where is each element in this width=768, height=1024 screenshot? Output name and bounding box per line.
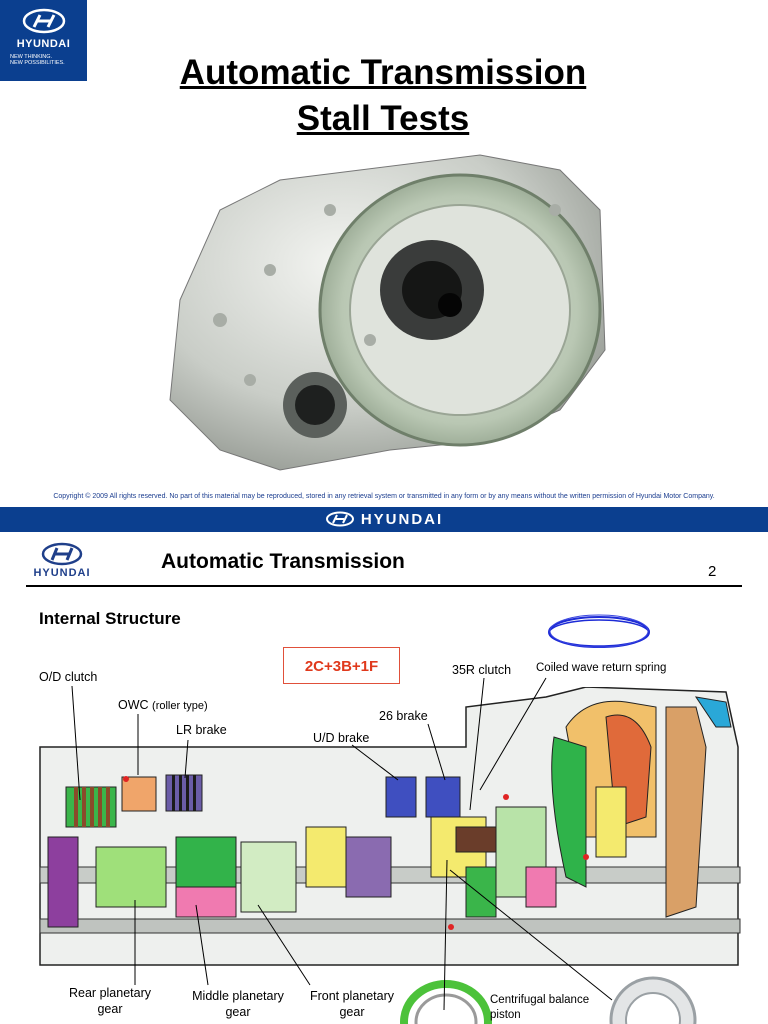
transmission-cross-section	[26, 687, 754, 967]
label-front-planetary: Front planetary gear	[300, 988, 404, 1020]
slide2-logo-brand: HYUNDAI	[33, 567, 91, 579]
label-owc: OWC (roller type)	[118, 697, 208, 714]
rear-planetary-line-1: Rear planetary	[69, 986, 151, 1000]
slide2-logo: HYUNDAI	[30, 542, 94, 582]
logo-brand: HYUNDAI	[16, 38, 71, 50]
section-heading: Internal Structure	[39, 609, 181, 628]
owc-note: (roller type)	[152, 700, 208, 712]
owc-text: OWC	[118, 698, 149, 712]
brand-band: HYUNDAI	[0, 507, 768, 532]
label-wave-spring: Coiled wave return spring	[536, 662, 667, 674]
page-number: 2	[708, 563, 717, 580]
middle-planetary-line-2: gear	[225, 1005, 251, 1019]
slide-title-line-1: Automatic Transmission	[179, 53, 587, 92]
hyundai-emblem-icon	[22, 8, 66, 34]
label-rear-planetary: Rear planetary gear	[58, 985, 162, 1017]
title-rule	[26, 585, 742, 587]
formula-box: 2C+3B+1F	[283, 647, 400, 684]
transmission-photo	[169, 154, 606, 471]
rear-planetary-line-2: gear	[97, 1002, 123, 1016]
hyundai-emblem-icon	[325, 511, 354, 527]
hyundai-logo: HYUNDAI NEW THINKING. NEW POSSIBILITIES.	[0, 0, 87, 81]
copyright-notice: Copyright © 2009 All rights reserved. No…	[53, 493, 715, 500]
middle-planetary-line-1: Middle planetary	[192, 989, 284, 1003]
band-brand: HYUNDAI	[360, 511, 444, 528]
front-planetary-line-1: Front planetary	[309, 989, 395, 1003]
front-planetary-line-2: gear	[339, 1005, 365, 1019]
label-balance-piston: Centrifugal balance piston	[490, 993, 589, 1023]
hyundai-emblem-icon	[41, 542, 83, 566]
label-lr-brake: LR brake	[176, 723, 227, 737]
balance-piston-icon	[400, 980, 492, 1024]
label-ud-brake: U/D brake	[313, 731, 370, 745]
logo-tagline: NEW THINKING. NEW POSSIBILITIES.	[10, 54, 65, 66]
tagline-line-1: NEW THINKING.	[10, 54, 53, 60]
wave-spring-icon	[548, 614, 650, 648]
label-26-brake: 26 brake	[379, 709, 428, 723]
snap-ring-icon	[609, 976, 697, 1024]
tagline-line-2: NEW POSSIBILITIES.	[10, 60, 65, 66]
slide-title: Automatic Transmission Stall Tests	[148, 50, 618, 142]
label-od-clutch: O/D clutch	[39, 670, 98, 684]
label-middle-planetary: Middle planetary gear	[182, 988, 294, 1020]
label-35r-clutch: 35R clutch	[452, 663, 512, 677]
balance-piston-line-1: Centrifugal balance	[490, 994, 590, 1006]
slide2-title: Automatic Transmission	[161, 550, 405, 573]
slide-title-line-2: Stall Tests	[296, 99, 470, 138]
balance-piston-line-2: piston	[490, 1009, 521, 1021]
